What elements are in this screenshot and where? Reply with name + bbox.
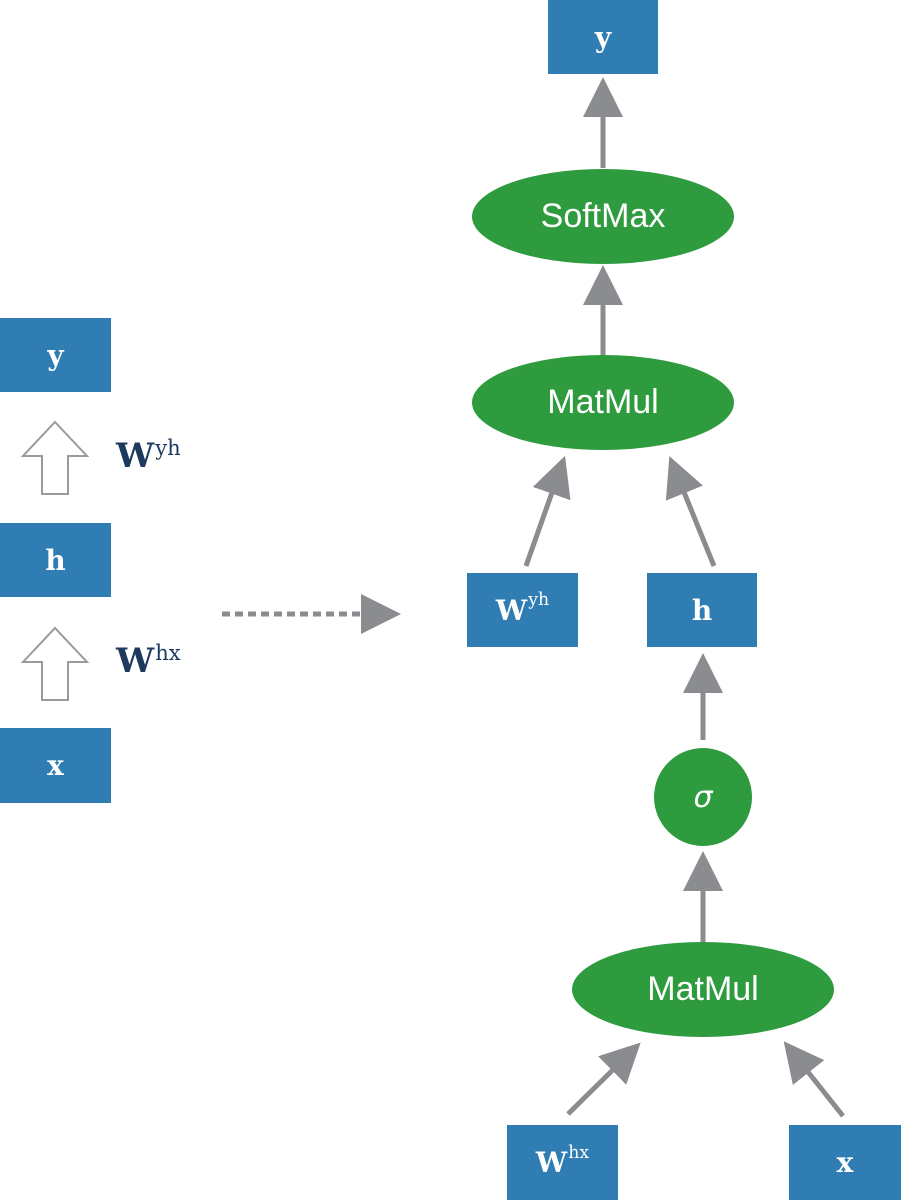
sigma-icon: σ [693,779,713,815]
node-matmul-bottom: MatMul [572,942,834,1037]
node-x-left-label: x [47,749,64,782]
node-y-output: y [548,0,658,74]
weight-sup: hx [568,1142,590,1163]
node-y-left: y [0,318,111,392]
node-y-left-label: y [47,338,64,372]
node-sigma: σ [654,748,752,846]
weight-base: W [116,436,155,476]
node-h-left-label: h [45,543,66,577]
weight-label-whx: Whx [116,640,181,681]
node-x: x [789,1125,901,1200]
weight-base: W [535,1146,568,1179]
node-matmul-top: MatMul [472,355,734,450]
node-x-label: x [836,1146,854,1179]
weight-sup: hx [155,640,181,666]
weight-sup: yh [528,590,550,611]
node-h: h [647,573,757,647]
edge-wyh-to-matmul [523,455,571,567]
node-x-left: x [0,728,111,803]
edge-h-to-matmul [665,456,717,567]
hollow-arrow-up-icon [20,420,90,495]
edge-x-to-matmul [783,1041,845,1118]
hollow-arrow-up-icon [20,626,90,701]
weight-label-wyh: Wyh [116,435,181,476]
node-matmul-top-label: MatMul [547,383,659,421]
node-h-left: h [0,523,111,597]
weight-base: W [495,593,528,627]
weight-base: W [116,641,155,681]
node-h-label: h [691,593,713,627]
node-softmax-label: SoftMax [540,197,666,235]
edge-whx-to-matmul [566,1042,641,1116]
node-matmul-bottom-label: MatMul [647,970,759,1008]
node-softmax: SoftMax [472,169,734,264]
weight-sup: yh [155,435,181,461]
node-y-output-label: y [594,20,612,54]
